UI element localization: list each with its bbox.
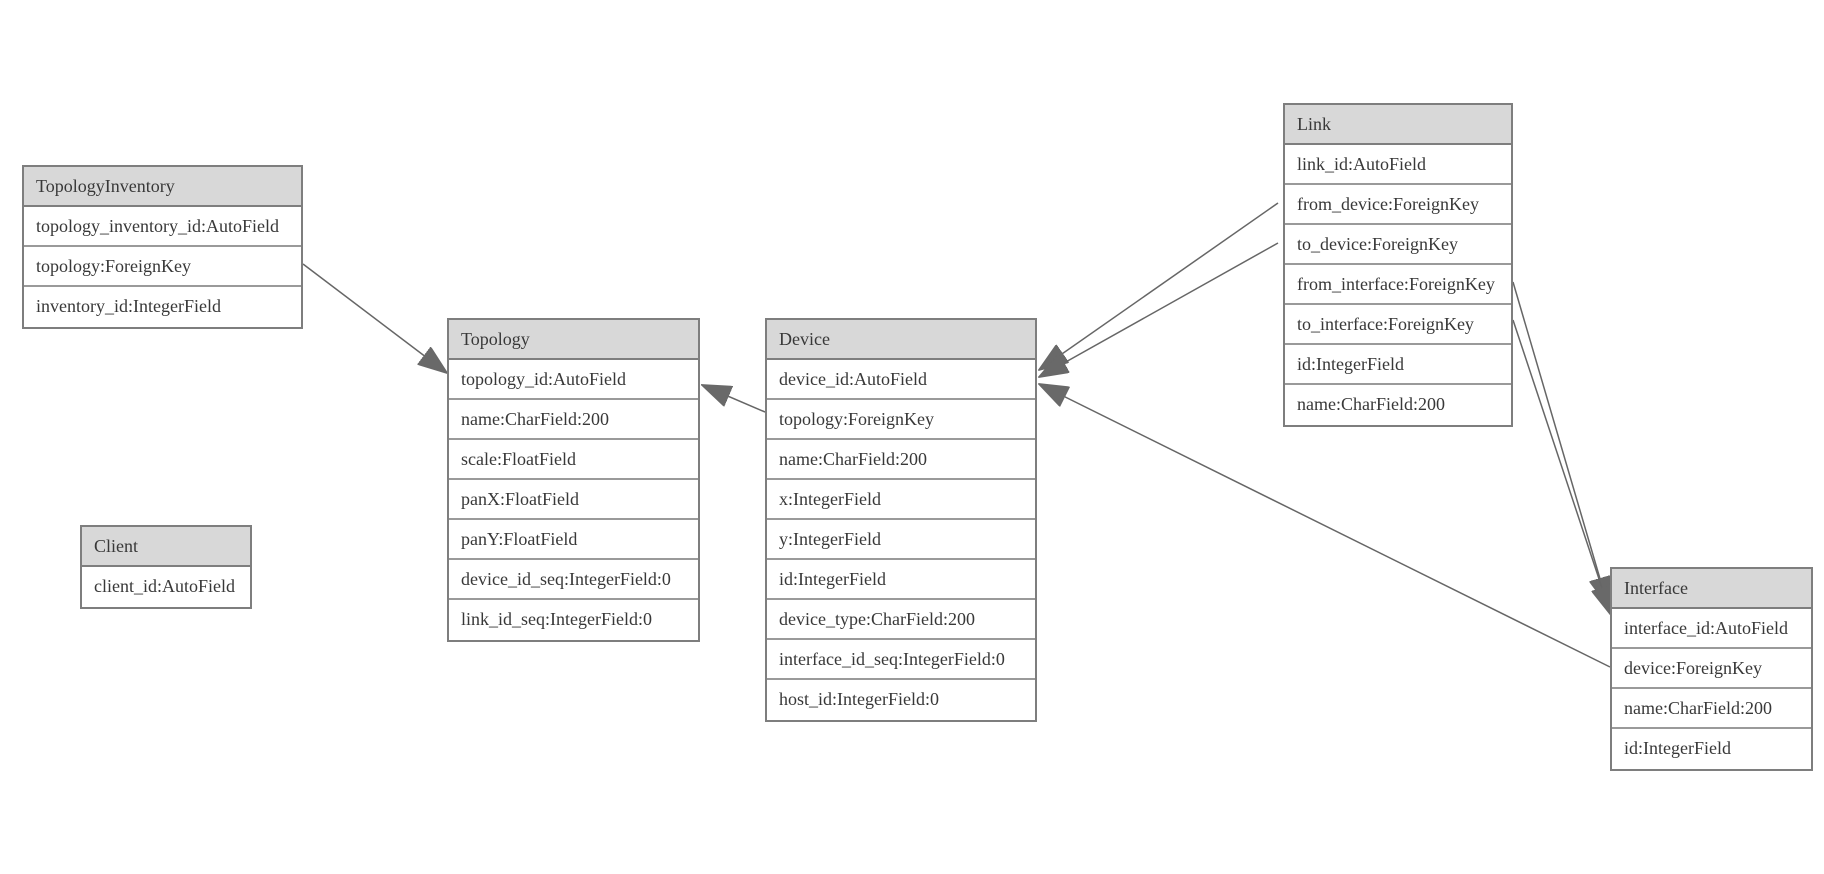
entity-topology: Topology topology_id:AutoField name:Char… <box>447 318 700 642</box>
field-row: device_id_seq:IntegerField:0 <box>449 560 698 600</box>
edge-device-topology <box>702 385 766 413</box>
field-row: interface_id:AutoField <box>1612 609 1811 649</box>
field-row: topology_id:AutoField <box>449 360 698 400</box>
field-row: topology:ForeignKey <box>767 400 1035 440</box>
edge-topologyinventory-topology <box>302 263 447 373</box>
field-row: scale:FloatField <box>449 440 698 480</box>
field-row: name:CharField:200 <box>449 400 698 440</box>
field-row: x:IntegerField <box>767 480 1035 520</box>
field-row: device_id:AutoField <box>767 360 1035 400</box>
field-row: link_id:AutoField <box>1285 145 1511 185</box>
field-row: y:IntegerField <box>767 520 1035 560</box>
entity-topologyinventory-title: TopologyInventory <box>24 167 301 207</box>
entity-client: Client client_id:AutoField <box>80 525 252 609</box>
field-row: name:CharField:200 <box>767 440 1035 480</box>
field-row: device_type:CharField:200 <box>767 600 1035 640</box>
edge-link-frominterface-interface <box>1512 281 1608 606</box>
field-row: to_device:ForeignKey <box>1285 225 1511 265</box>
field-row: name:CharField:200 <box>1612 689 1811 729</box>
field-row: id:IntegerField <box>1285 345 1511 385</box>
field-row: inventory_id:IntegerField <box>36 296 221 316</box>
entity-client-title: Client <box>82 527 250 567</box>
field-row: device:ForeignKey <box>1612 649 1811 689</box>
entity-link-title: Link <box>1285 105 1511 145</box>
entity-interface: Interface interface_id:AutoField device:… <box>1610 567 1813 771</box>
edge-link-tointerface-interface <box>1512 319 1611 615</box>
field-row: host_id:IntegerField:0 <box>779 689 939 709</box>
field-row: client_id:AutoField <box>94 576 235 596</box>
field-row: to_interface:ForeignKey <box>1285 305 1511 345</box>
field-row: interface_id_seq:IntegerField:0 <box>767 640 1035 680</box>
field-row: id:IntegerField <box>767 560 1035 600</box>
entity-link: Link link_id:AutoField from_device:Forei… <box>1283 103 1513 427</box>
field-row: from_device:ForeignKey <box>1285 185 1511 225</box>
field-row: id:IntegerField <box>1624 738 1731 758</box>
edge-link-todevice-device <box>1039 242 1279 377</box>
entity-topology-title: Topology <box>449 320 698 360</box>
edge-link-fromdevice-device <box>1039 202 1279 370</box>
field-row: name:CharField:200 <box>1297 394 1445 414</box>
field-row: link_id_seq:IntegerField:0 <box>461 609 652 629</box>
field-row: from_interface:ForeignKey <box>1285 265 1511 305</box>
entity-device: Device device_id:AutoField topology:Fore… <box>765 318 1037 722</box>
entity-topologyinventory: TopologyInventory topology_inventory_id:… <box>22 165 303 329</box>
field-row: topology:ForeignKey <box>24 247 301 287</box>
entity-interface-title: Interface <box>1612 569 1811 609</box>
field-row: panY:FloatField <box>449 520 698 560</box>
entity-device-title: Device <box>767 320 1035 360</box>
field-row: topology_inventory_id:AutoField <box>24 207 301 247</box>
field-row: panX:FloatField <box>449 480 698 520</box>
